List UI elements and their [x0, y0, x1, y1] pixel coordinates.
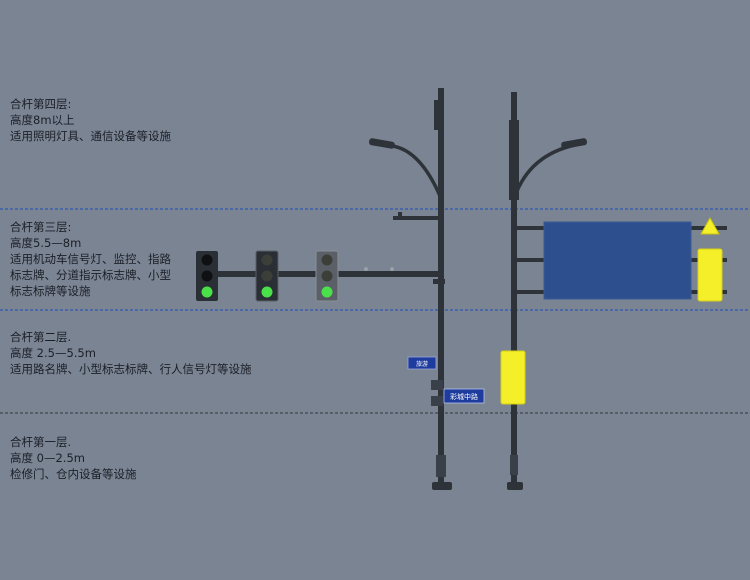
layer-2-height: 高度 2.5—5.5m	[10, 346, 96, 360]
arm-bolt	[364, 267, 368, 271]
pedestrian-signal	[500, 350, 526, 405]
right-pole	[507, 92, 588, 490]
street-name-sign: 彩城中路	[443, 388, 485, 404]
traffic-signal-3	[315, 250, 339, 302]
layer-3-usage-1: 适用机动车信号灯、监控、指路	[10, 252, 171, 266]
arm-bolt	[390, 267, 394, 271]
layer-4-height: 高度8m以上	[10, 113, 75, 127]
layer-1-height: 高度 0—2.5m	[10, 451, 85, 465]
layer-2-title: 合杆第二层.	[10, 330, 72, 344]
layer-3-label: 合杆第三层: 高度5.5—8m 适用机动车信号灯、监控、指路 标志牌、分道指示标…	[10, 219, 171, 299]
layer-2-usage: 适用路名牌、小型标志标牌、行人信号灯等设施	[10, 362, 252, 376]
layer-4-label: 合杆第四层: 高度8m以上 适用照明灯具、通信设备等设施	[10, 96, 171, 144]
layer-4-usage: 适用照明灯具、通信设备等设施	[10, 129, 171, 143]
small-street-sign: 旅游	[407, 356, 437, 370]
small-sign-text: 旅游	[416, 360, 428, 368]
layer-3-title: 合杆第三层:	[10, 220, 72, 234]
street-name-text: 彩城中路	[450, 392, 478, 401]
left-pole	[368, 88, 452, 490]
layer-1-title: 合杆第一层.	[10, 435, 72, 449]
layer-4-title: 合杆第四层:	[10, 97, 72, 111]
layer-1-label: 合杆第一层. 高度 0—2.5m 检修门、仓内设备等设施	[10, 434, 137, 482]
warning-triangle-icon	[700, 216, 720, 235]
guide-sign-board	[543, 221, 692, 300]
layer-1-usage: 检修门、仓内设备等设施	[10, 467, 137, 481]
traffic-signal-1	[196, 251, 218, 301]
layer-3-height: 高度5.5—8m	[10, 236, 82, 250]
overhead-yellow-signal	[697, 248, 723, 302]
layer-3-usage-3: 标志标牌等设施	[10, 284, 91, 298]
layer-3-usage-2: 标志牌、分道指示标志牌、小型	[10, 268, 171, 282]
layer-2-label: 合杆第二层. 高度 2.5—5.5m 适用路名牌、小型标志标牌、行人信号灯等设施	[10, 329, 252, 377]
traffic-signal-2	[255, 250, 279, 302]
